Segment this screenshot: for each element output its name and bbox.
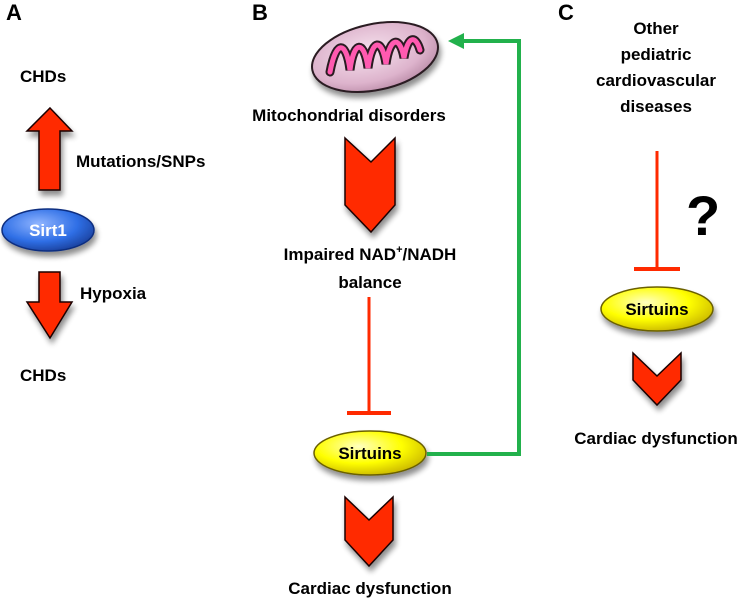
sirtuins-label-c: Sirtuins — [625, 300, 688, 319]
panel-a-bottom-chds: CHDs — [20, 366, 66, 385]
sirt1-node — [1, 208, 95, 252]
sirtuins-node-c — [600, 286, 714, 332]
other-diseases-line1: Other — [633, 19, 679, 38]
sirt1-label: Sirt1 — [29, 221, 67, 240]
sirtuins-label-b: Sirtuins — [338, 444, 401, 463]
mito-disorders-label: Mitochondrial disorders — [252, 106, 446, 125]
panel-a-mutations-label: Mutations/SNPs — [76, 152, 205, 171]
cardiac-dysfunction-b: Cardiac dysfunction — [288, 579, 451, 598]
feedback-arrow — [427, 39, 521, 456]
chevron-arrow-icon — [344, 495, 394, 568]
other-diseases-line4: diseases — [620, 97, 692, 116]
question-mark: ? — [686, 184, 720, 247]
chevron-arrow-icon — [344, 136, 396, 234]
panel-c-letter: C — [558, 0, 574, 25]
up-arrow-icon — [25, 106, 74, 191]
other-diseases-line2: pediatric — [621, 45, 692, 64]
nad-balance-line1: Impaired NAD+/NADH — [284, 244, 457, 264]
nad-balance-line2: balance — [338, 273, 401, 292]
other-diseases-line3: cardiovascular — [596, 71, 716, 90]
cardiac-dysfunction-c: Cardiac dysfunction — [574, 429, 737, 448]
down-arrow-icon — [25, 271, 74, 340]
panel-b-letter: B — [252, 0, 268, 25]
sirtuins-node-b — [313, 430, 427, 476]
panel-a-top-chds: CHDs — [20, 67, 66, 86]
feedback-arrowhead-icon — [448, 33, 464, 49]
chevron-arrow-icon — [632, 351, 682, 407]
panel-a-hypoxia-label: Hypoxia — [80, 284, 147, 303]
mitochondrion-icon — [311, 21, 439, 93]
panel-a-letter: A — [6, 0, 22, 25]
